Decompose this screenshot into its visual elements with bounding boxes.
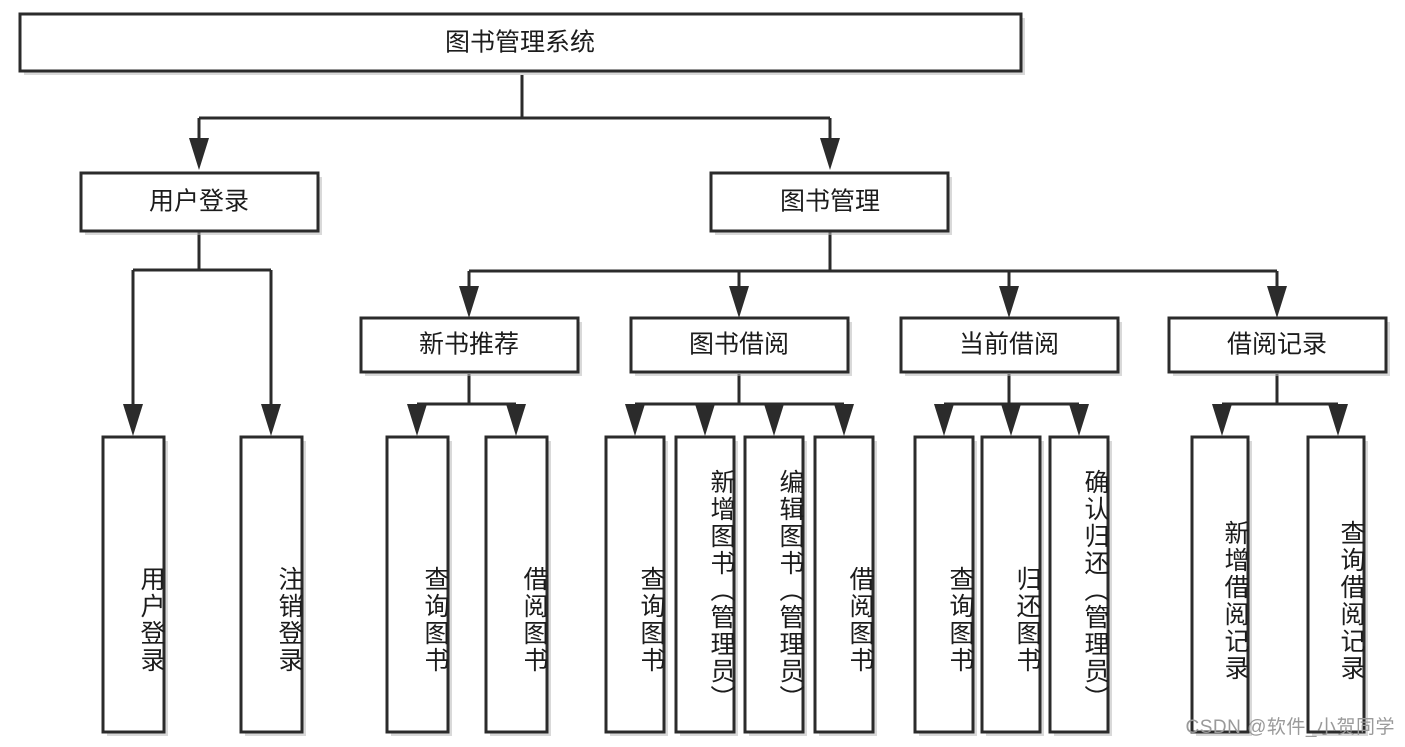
leaf-nb-1-box[interactable]	[385, 435, 450, 734]
node-current-borrow[interactable]	[899, 316, 1122, 376]
node-new-book-recommend[interactable]	[359, 316, 582, 376]
connector-group-user-login	[123, 232, 281, 436]
leaf-nb-2-box[interactable]	[484, 435, 549, 734]
node-book-borrow[interactable]	[629, 316, 852, 376]
leaf-bb-1-box[interactable]	[604, 435, 666, 734]
arrowhead-cb-leaf-2	[1001, 404, 1021, 436]
arrowhead-br-leaf-2	[1328, 404, 1348, 436]
arrowhead-new-book	[459, 286, 479, 318]
connector-group-book-mgmt	[459, 232, 1287, 318]
arrowhead-book-borrow	[729, 286, 749, 318]
arrowhead-br-leaf-1	[1212, 404, 1232, 436]
arrowhead-bb-leaf-3	[764, 404, 784, 436]
arrowhead-leaf-user-login	[123, 404, 143, 436]
connector-group-root	[189, 75, 840, 170]
arrowhead-bb-leaf-4	[834, 404, 854, 436]
leafbox-book-borrow-group[interactable]	[604, 435, 877, 736]
arrowhead-nb-leaf-2	[506, 404, 526, 436]
node-book-management[interactable]	[709, 171, 952, 235]
book-borrow-box[interactable]	[629, 316, 850, 374]
root-label: 图书管理系统	[445, 29, 595, 57]
borrow-record-box[interactable]	[1167, 316, 1388, 374]
leaf-bb-4-box[interactable]	[813, 435, 875, 734]
leaf-logout-box[interactable]	[239, 435, 304, 734]
connector-group-current-borrow	[934, 374, 1089, 436]
leaf-cb-2-box[interactable]	[980, 435, 1042, 734]
leafbox-new-book-group[interactable]	[385, 435, 551, 736]
leafbox-current-borrow-group[interactable]	[913, 435, 1112, 736]
book-management-box[interactable]	[709, 171, 950, 233]
leaf-user-login-box[interactable]	[101, 435, 166, 734]
arrowhead-cb-leaf-1	[934, 404, 954, 436]
arrowhead-user-login	[189, 138, 209, 170]
connector-group-borrow-record	[1212, 374, 1348, 436]
borrow-record-label: 借阅记录	[1227, 331, 1327, 359]
leaf-bb-3-box[interactable]	[743, 435, 805, 734]
arrowhead-nb-leaf-1	[407, 404, 427, 436]
node-root[interactable]	[18, 12, 1025, 75]
connector-group-new-book	[407, 374, 526, 436]
node-borrow-record[interactable]	[1167, 316, 1390, 376]
arrowhead-cb-leaf-3	[1069, 404, 1089, 436]
user-login-label: 用户登录	[149, 188, 249, 216]
arrowhead-borrow-record	[1267, 286, 1287, 318]
new-book-recommend-box[interactable]	[359, 316, 580, 374]
arrowhead-bb-leaf-2	[695, 404, 715, 436]
leaf-cb-1-box[interactable]	[913, 435, 975, 734]
leaf-br-1-box[interactable]	[1190, 435, 1250, 734]
current-borrow-box[interactable]	[899, 316, 1120, 374]
leafbox-user-login-group[interactable]	[101, 435, 306, 736]
leaf-cb-3-box[interactable]	[1048, 435, 1110, 734]
root-box[interactable]	[18, 12, 1023, 73]
connector-group-book-borrow	[625, 374, 854, 436]
new-book-recommend-label: 新书推荐	[419, 331, 519, 359]
book-management-label: 图书管理	[780, 188, 880, 216]
current-borrow-label: 当前借阅	[959, 331, 1059, 359]
leaf-bb-2-box[interactable]	[674, 435, 736, 734]
arrowhead-bb-leaf-1	[625, 404, 645, 436]
arrowhead-leaf-logout	[261, 404, 281, 436]
user-login-box[interactable]	[79, 171, 320, 233]
arrowhead-current-borrow	[999, 286, 1019, 318]
leafbox-borrow-record-group[interactable]	[1190, 435, 1368, 736]
book-borrow-label: 图书借阅	[689, 331, 789, 359]
arrowhead-book-mgmt	[820, 138, 840, 170]
node-user-login[interactable]	[79, 171, 322, 235]
leaf-br-2-box[interactable]	[1306, 435, 1366, 734]
